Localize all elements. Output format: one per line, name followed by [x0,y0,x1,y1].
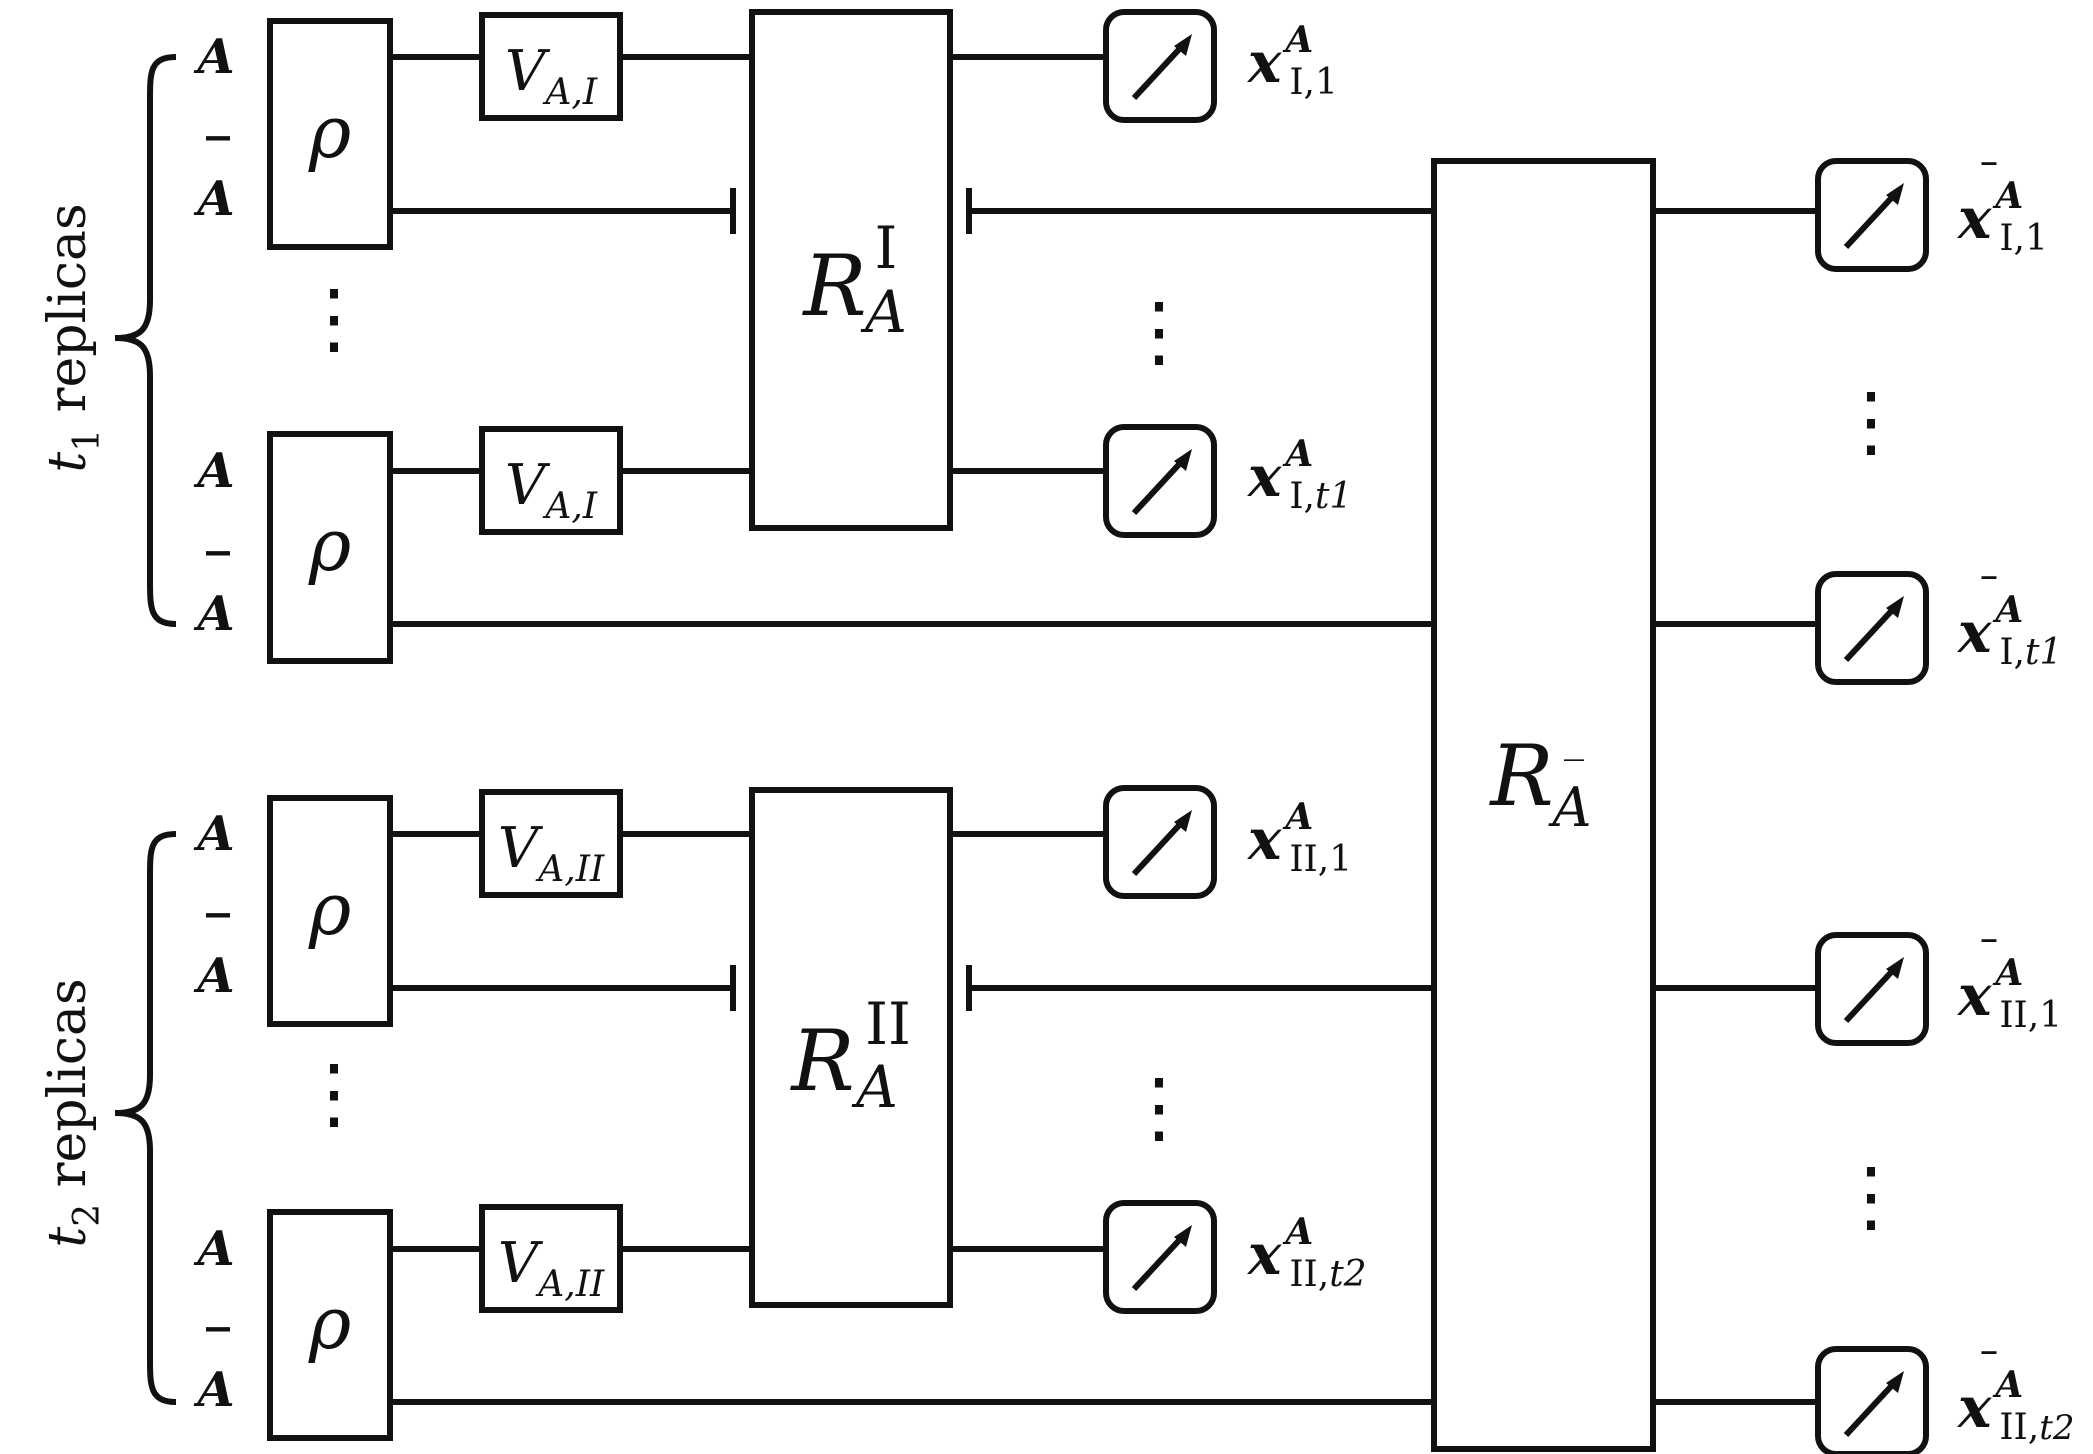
V-label-II1: VA,II [498,816,605,890]
R-Abar-glyph: R [1488,727,1553,825]
label-A-IIt2: A [193,1221,234,1277]
V-box-IIt2 [479,1204,623,1313]
label-Abar-IIt2: A [193,1362,234,1418]
rho-label-II1: ρ [308,867,351,951]
label-Abar-II1: A [193,948,234,1004]
V-label-I1: VA,I [505,39,598,113]
rho-label-It1: ρ [308,503,351,587]
ellipsis-left-I: ⋮ [295,274,373,364]
outcome-Abar-bar-3: ‾ [1982,935,1997,970]
V-box-It1 [479,426,623,535]
R-A-II-box [749,787,953,1308]
R-A-I-sub: A [860,278,907,346]
unitaries: VA,I VA,I VA,II VA,II [479,12,623,1313]
bar-Abar-IIt2: ‾ [206,1319,230,1375]
replica-label-t1: t1 replicas [38,203,108,472]
label-A-II1: A [193,806,234,862]
rho-box-It1 [267,431,393,664]
meter-icon [1103,1200,1217,1314]
ellipsis-right-II: ⋮ [1832,1152,1910,1242]
meter-icon [1103,785,1217,899]
label-A-It1: A [193,443,234,499]
rho-label-I1: ρ [308,90,351,174]
R-A-II-glyph: R [789,1012,854,1110]
brace-group-I [114,54,177,627]
ellipsis-mid-I: ⋮ [1120,287,1198,377]
R-Abar-box [1431,158,1656,1452]
meter-icon [1815,158,1929,272]
outcome-Abar-bar-2: ‾ [1982,572,1997,607]
ellipsis-left-II: ⋮ [295,1049,373,1139]
meter-icon [1815,1346,1929,1454]
subsystem-labels: A A ‾ A A ‾ A A ‾ A A ‾ [193,29,234,1418]
wires [390,54,1818,1405]
label-A-I1: A [193,29,234,85]
measurements-Abar [1815,158,1929,1454]
bar-Abar-It1: ‾ [206,543,230,599]
V-box-I1 [479,12,623,121]
bar-Abar-II1: ‾ [206,905,230,961]
meter-icon [1103,424,1217,538]
R-Abar-sub: A [1548,776,1592,839]
V-label-It1: VA,I [505,453,598,527]
rho-box-II1 [267,795,393,1027]
R-A-I-sup: I [875,214,898,282]
rho-box-IIt2 [267,1209,393,1441]
measurements-A [1103,9,1217,1314]
R-A-I-glyph: R [801,237,866,335]
V-label-IIt2: VA,II [498,1231,605,1305]
bar-Abar-I1: ‾ [206,128,230,184]
outcome-Abar-bar-4: ‾ [1982,1347,1997,1382]
meter-icon [1815,932,1929,1046]
state-preparations: ρ ρ ρ ρ [267,18,393,1441]
R-A-II-sup: II [865,990,911,1058]
rho-box-I1 [267,18,393,250]
label-Abar-It1: A [193,586,234,642]
ellipsis-right-I: ⋮ [1832,377,1910,467]
brace-group-II [114,831,177,1405]
replica-label-t2: t2 replicas [38,978,108,1247]
ellipsis-mid-II: ⋮ [1120,1063,1198,1153]
R-Abar-sub-bar: ‾ [1564,754,1584,800]
rho-label-IIt2: ρ [308,1281,351,1365]
meter-icon [1815,571,1929,685]
R-A-II-sub: A [851,1053,898,1121]
label-Abar-I1: A [193,171,234,227]
V-box-II1 [479,789,623,898]
R-A-I-box [749,9,953,531]
outcome-Abar-bar-1: ‾ [1982,158,1997,193]
meter-icon [1103,9,1217,123]
channels: R A I R A II R A ‾ [749,9,1656,1452]
